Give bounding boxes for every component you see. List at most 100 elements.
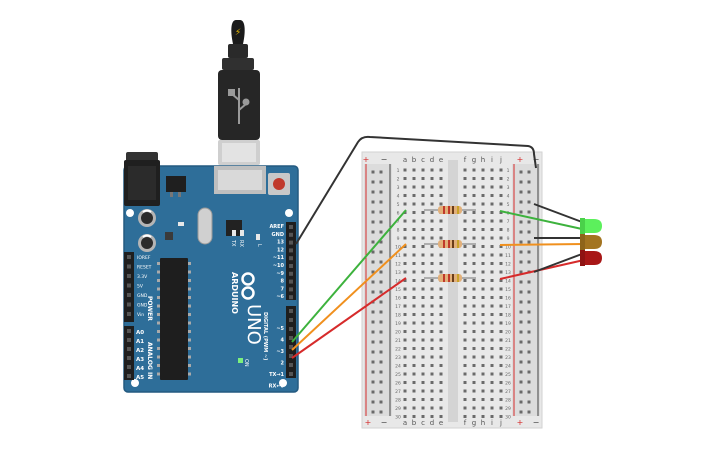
analog-pin-label: A1 xyxy=(136,339,144,345)
usb-chip xyxy=(226,220,242,236)
resistor-2[interactable] xyxy=(424,240,476,248)
capacitor xyxy=(138,209,156,227)
breadboard-column-label: g xyxy=(472,156,476,164)
wire-red-pin2[interactable] xyxy=(291,277,407,359)
breadboard-column-label: d xyxy=(430,419,434,427)
breadboard-row-label: 13 xyxy=(505,270,511,276)
breadboard-row-label: 16 xyxy=(395,296,401,302)
breadboard-column-label: j xyxy=(499,156,502,164)
breadboard-row-label: 9 xyxy=(397,236,400,242)
rx-led-label: RX xyxy=(238,240,244,247)
rail-minus-top-right: − xyxy=(533,155,540,164)
breadboard-row-label: 12 xyxy=(395,262,401,268)
breadboard-row-label: 29 xyxy=(505,406,511,412)
breadboard-column-label: e xyxy=(439,156,443,164)
rail-plus-bottom-right: + xyxy=(517,418,524,427)
digital-pin-label: 13 xyxy=(277,240,284,246)
power-jack xyxy=(124,152,160,206)
breadboard-column-label: b xyxy=(412,419,417,427)
breadboard-row-label: 30 xyxy=(505,415,511,421)
right-power-rail xyxy=(512,164,540,416)
breadboard-row-label: 15 xyxy=(505,287,511,293)
analog-section-label: ANALOG IN xyxy=(146,342,153,379)
wire-green-led[interactable] xyxy=(499,210,583,230)
reset-button[interactable] xyxy=(268,173,290,195)
breadboard-row-label: 28 xyxy=(395,398,401,404)
breadboard-row-label: 4 xyxy=(507,194,510,200)
power-pin-label: Vin xyxy=(137,312,144,318)
wire-green-pin4[interactable] xyxy=(291,209,407,343)
breadboard-row-label: 24 xyxy=(395,364,401,370)
breadboard-row-label: 27 xyxy=(505,389,511,395)
breadboard-row-label: 20 xyxy=(395,330,401,336)
breadboard-row-label: 26 xyxy=(505,381,511,387)
analog-pin-label: A4 xyxy=(136,366,144,372)
digital-pin-label: ~9 xyxy=(276,271,284,277)
power-section-label: POWER xyxy=(146,296,153,321)
arduino-brand-text: ARDUINO xyxy=(230,272,239,314)
breadboard-column-label: h xyxy=(481,419,485,427)
wire-orange-led[interactable] xyxy=(499,243,585,246)
breadboard-row-label: 26 xyxy=(395,381,401,387)
analog-pin-label: A3 xyxy=(136,357,144,363)
analog-pin-label: A0 xyxy=(136,330,144,336)
breadboard-row-label: 14 xyxy=(395,279,401,285)
breadboard-row-label: 3 xyxy=(507,185,510,191)
breadboard-row-label: 19 xyxy=(505,321,511,327)
rail-minus-top-left: − xyxy=(381,155,388,164)
wire-black-led1[interactable] xyxy=(533,203,583,223)
breadboard-column-label: d xyxy=(430,156,434,164)
breadboard-row-label: 10 xyxy=(395,245,401,251)
breadboard-row-label: 5 xyxy=(507,202,510,208)
breadboard-row-label: 28 xyxy=(505,398,511,404)
wire-black-gnd[interactable] xyxy=(295,135,537,245)
resistor-3[interactable] xyxy=(424,274,476,282)
breadboard-column-label: h xyxy=(481,156,485,164)
usb-cable[interactable]: ⚡ xyxy=(218,20,260,165)
breadboard-column-label: i xyxy=(491,156,493,164)
led-green[interactable] xyxy=(580,218,602,234)
digital-pin-label: AREF xyxy=(269,224,284,230)
breadboard-row-label: 25 xyxy=(395,372,401,378)
breadboard-column-label: g xyxy=(472,419,476,427)
breadboard-row-label: 1 xyxy=(397,168,400,174)
breadboard-row-label: 22 xyxy=(395,347,401,353)
breadboard-row-label: 2 xyxy=(507,177,510,183)
digital-pin-label: 12 xyxy=(277,247,284,253)
digital-pin-label: TX→1 xyxy=(269,372,284,378)
breadboard-column-label: f xyxy=(464,156,467,164)
wire-orange-pin3[interactable] xyxy=(291,243,407,351)
breadboard-row-label: 1 xyxy=(507,168,510,174)
mounting-hole xyxy=(279,379,287,387)
breadboard-column-label: a xyxy=(403,156,407,164)
rail-plus-top-right: + xyxy=(517,155,524,164)
digital-pin-label: 7 xyxy=(281,286,285,292)
breadboard-column-label: i xyxy=(491,419,493,427)
arduino-logo xyxy=(241,272,255,300)
power-pin-label: RESET xyxy=(137,265,152,271)
breadboard-row-label: 17 xyxy=(395,304,401,310)
analog-pin-label: A5 xyxy=(136,375,144,381)
wire-black-led3[interactable] xyxy=(533,253,583,273)
led-yellow[interactable] xyxy=(580,234,602,250)
power-pin-label: GND xyxy=(137,303,148,309)
breadboard-row-label: 29 xyxy=(395,406,401,412)
analog-header xyxy=(124,326,134,380)
breadboard-column-label: c xyxy=(421,156,425,164)
power-pin-label: GND xyxy=(137,293,148,299)
breadboard-row-label: 23 xyxy=(395,355,401,361)
crystal-oscillator xyxy=(197,207,213,245)
mounting-hole xyxy=(131,379,139,387)
power-pin-label: 5V xyxy=(137,284,144,290)
breadboard-row-label: 25 xyxy=(505,372,511,378)
breadboard-row-label: 15 xyxy=(395,287,401,293)
rail-minus-bottom-right: − xyxy=(533,418,540,427)
breadboard-row-label: 6 xyxy=(397,211,400,217)
breadboard-row-label: 21 xyxy=(505,338,511,344)
led-red[interactable] xyxy=(580,250,602,266)
resistor-1[interactable] xyxy=(424,206,476,214)
power-pin-label: 3.3V xyxy=(137,274,148,280)
arduino-uno-board[interactable]: ARDUINO UNO TX RX L ON POWER ANALOG IN D… xyxy=(123,152,299,393)
